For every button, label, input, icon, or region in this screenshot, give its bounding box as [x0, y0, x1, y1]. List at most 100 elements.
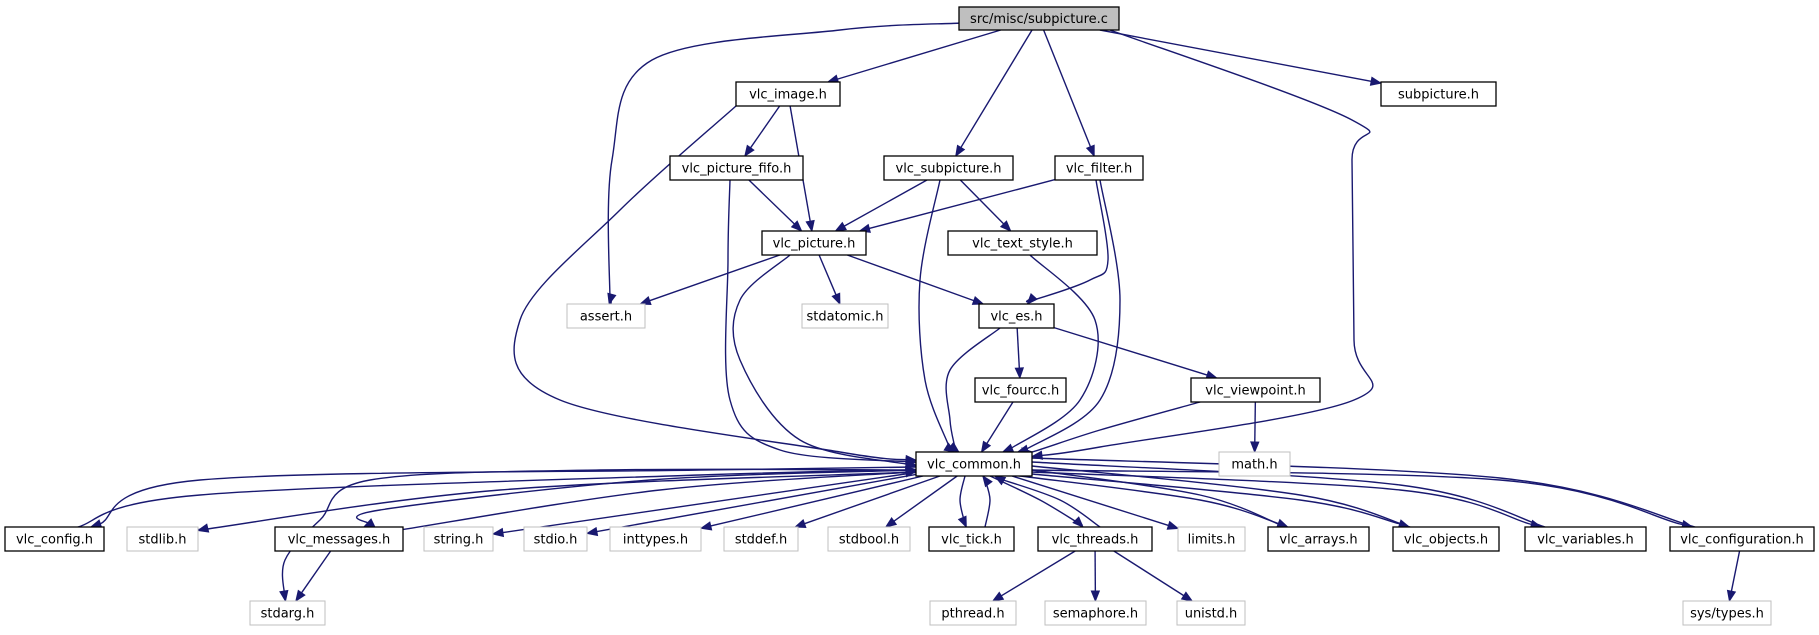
node-box: [928, 526, 1015, 552]
edge-line: [993, 455, 1711, 532]
edge-arrowhead: [1369, 76, 1383, 86]
node-box: [801, 303, 889, 329]
edge-arrowhead: [790, 220, 803, 232]
node-vlc-config[interactable]: vlc_config.h: [4, 526, 105, 552]
edge-vlc_es-to-vlc_fourcc: [1014, 327, 1025, 380]
node-label: src/misc/subpicture.c: [970, 12, 1108, 27]
edge-arrowhead: [1726, 589, 1737, 603]
node-vlc-filter[interactable]: vlc_filter.h: [1054, 155, 1144, 181]
node-vlc-subpicture[interactable]: vlc_subpicture.h: [883, 155, 1014, 181]
edge-line: [596, 473, 917, 533]
edge-vlc_subpicture-to-vlc_text_style: [959, 179, 1012, 232]
node-box: [915, 451, 1033, 477]
edge-arrowhead: [831, 292, 841, 306]
node-subpicture-c[interactable]: src/misc/subpicture.c: [958, 6, 1120, 31]
node-vlc-configuration[interactable]: vlc_configuration.h: [1669, 526, 1815, 552]
edge-line: [843, 179, 928, 227]
edge-line: [869, 178, 1056, 230]
node-vlc-arrays[interactable]: vlc_arrays.h: [1267, 526, 1370, 552]
node-box: [723, 526, 799, 552]
edge-vlc_image-to-vlc_picture_fifo: [744, 105, 781, 158]
node-box: [883, 155, 1014, 181]
edge-vlc_picture-to-assert_h: [638, 254, 781, 305]
node-inttypes-h: inttypes.h: [609, 526, 702, 552]
edge-vlc_image-to-vlc_common: [513, 97, 918, 465]
node-stdarg-h: stdarg.h: [249, 600, 326, 626]
edge-subpicture_c-to-vlc_subpicture: [955, 29, 1033, 158]
edge-vlc_picture-to-stdatomic_h: [818, 254, 841, 306]
edge-line: [893, 475, 958, 522]
node-label: vlc_subpicture.h: [896, 162, 1002, 177]
edge-line: [513, 97, 917, 462]
node-vlc-common[interactable]: vlc_common.h: [915, 451, 1033, 477]
edge-arrowhead: [805, 219, 815, 233]
node-label: assert.h: [580, 310, 632, 325]
edge-vlc_subpicture-to-vlc_picture: [834, 179, 928, 232]
node-label: stdarg.h: [261, 607, 315, 622]
edge-vlc_common-to-stdbool_h: [884, 475, 958, 528]
edge-vlc_tick-to-vlc_common: [982, 474, 993, 530]
node-vlc-viewpoint[interactable]: vlc_viewpoint.h: [1190, 377, 1321, 403]
node-box: [523, 526, 588, 552]
node-box: [1682, 600, 1772, 626]
node-box: [735, 81, 841, 107]
edge-vlc_threads-to-unistd_h: [1113, 550, 1194, 602]
node-label: string.h: [434, 533, 484, 548]
edge-line: [1042, 29, 1092, 147]
edge-line: [996, 468, 1695, 529]
node-label: vlc_config.h: [16, 533, 93, 548]
node-vlc-es[interactable]: vlc_es.h: [978, 303, 1055, 329]
edge-vlc_picture-to-vlc_common: [732, 251, 920, 470]
node-label: limits.h: [1188, 533, 1236, 548]
node-label: stdbool.h: [839, 533, 899, 548]
edge-line: [959, 179, 1005, 225]
edge-arrowhead: [295, 589, 306, 603]
node-label: vlc_text_style.h: [972, 237, 1073, 252]
node-label: vlc_configuration.h: [1680, 533, 1804, 548]
edge-arrowhead: [1180, 591, 1194, 602]
node-box: [947, 230, 1098, 256]
edge-arrowhead: [1090, 590, 1101, 603]
node-vlc-variables[interactable]: vlc_variables.h: [1524, 526, 1647, 552]
edge-arrowhead: [1085, 144, 1095, 158]
node-vlc-picture-fifo[interactable]: vlc_picture_fifo.h: [669, 155, 804, 181]
edge-arrowhead: [1250, 441, 1260, 454]
edge-arrowhead: [991, 591, 1005, 602]
node-assert-h: assert.h: [566, 303, 646, 329]
node-vlc-tick[interactable]: vlc_tick.h: [928, 526, 1015, 552]
edge-arrowhead: [279, 589, 289, 603]
node-vlc-fourcc[interactable]: vlc_fourcc.h: [974, 377, 1067, 403]
edge-arrowhead: [607, 292, 617, 306]
node-stdio-h: stdio.h: [523, 526, 588, 552]
edge-subpicture_c-to-vlc_image: [826, 29, 1001, 84]
edge-line: [1730, 550, 1741, 592]
node-label: vlc_objects.h: [1404, 533, 1488, 548]
node-vlc-text-style[interactable]: vlc_text_style.h: [947, 230, 1098, 256]
node-vlc-threads[interactable]: vlc_threads.h: [1037, 526, 1153, 552]
edge-line: [649, 254, 781, 302]
edge-line: [1113, 550, 1185, 597]
node-vlc-messages[interactable]: vlc_messages.h: [274, 526, 404, 552]
node-pthread-h: pthread.h: [929, 600, 1017, 626]
node-label: vlc_image.h: [749, 88, 827, 103]
edge-vlc_messages-to-stdarg_h: [295, 550, 332, 603]
edge-arrowhead: [744, 144, 755, 158]
edge-line: [748, 179, 795, 225]
node-subpicture-h[interactable]: subpicture.h: [1380, 81, 1497, 107]
node-semaphore-h: semaphore.h: [1044, 600, 1147, 626]
node-label: vlc_picture.h: [773, 237, 856, 252]
edge-vlc_messages-to-vlc_common: [380, 468, 930, 534]
node-vlc-image[interactable]: vlc_image.h: [735, 81, 841, 107]
edge-arrowhead: [585, 526, 599, 537]
node-vlc-picture[interactable]: vlc_picture.h: [761, 230, 867, 256]
node-label: stddef.h: [735, 533, 787, 548]
node-vlc-objects[interactable]: vlc_objects.h: [1392, 526, 1500, 552]
edge-vlc_common-to-stddef_h: [793, 475, 941, 528]
edge-line: [1021, 399, 1209, 455]
edge-line: [1032, 22, 1374, 458]
edge-line: [995, 477, 1104, 530]
node-box: [1267, 526, 1370, 552]
edge-line: [986, 401, 1014, 444]
node-box: [1218, 451, 1291, 477]
node-string-h: string.h: [423, 526, 494, 552]
